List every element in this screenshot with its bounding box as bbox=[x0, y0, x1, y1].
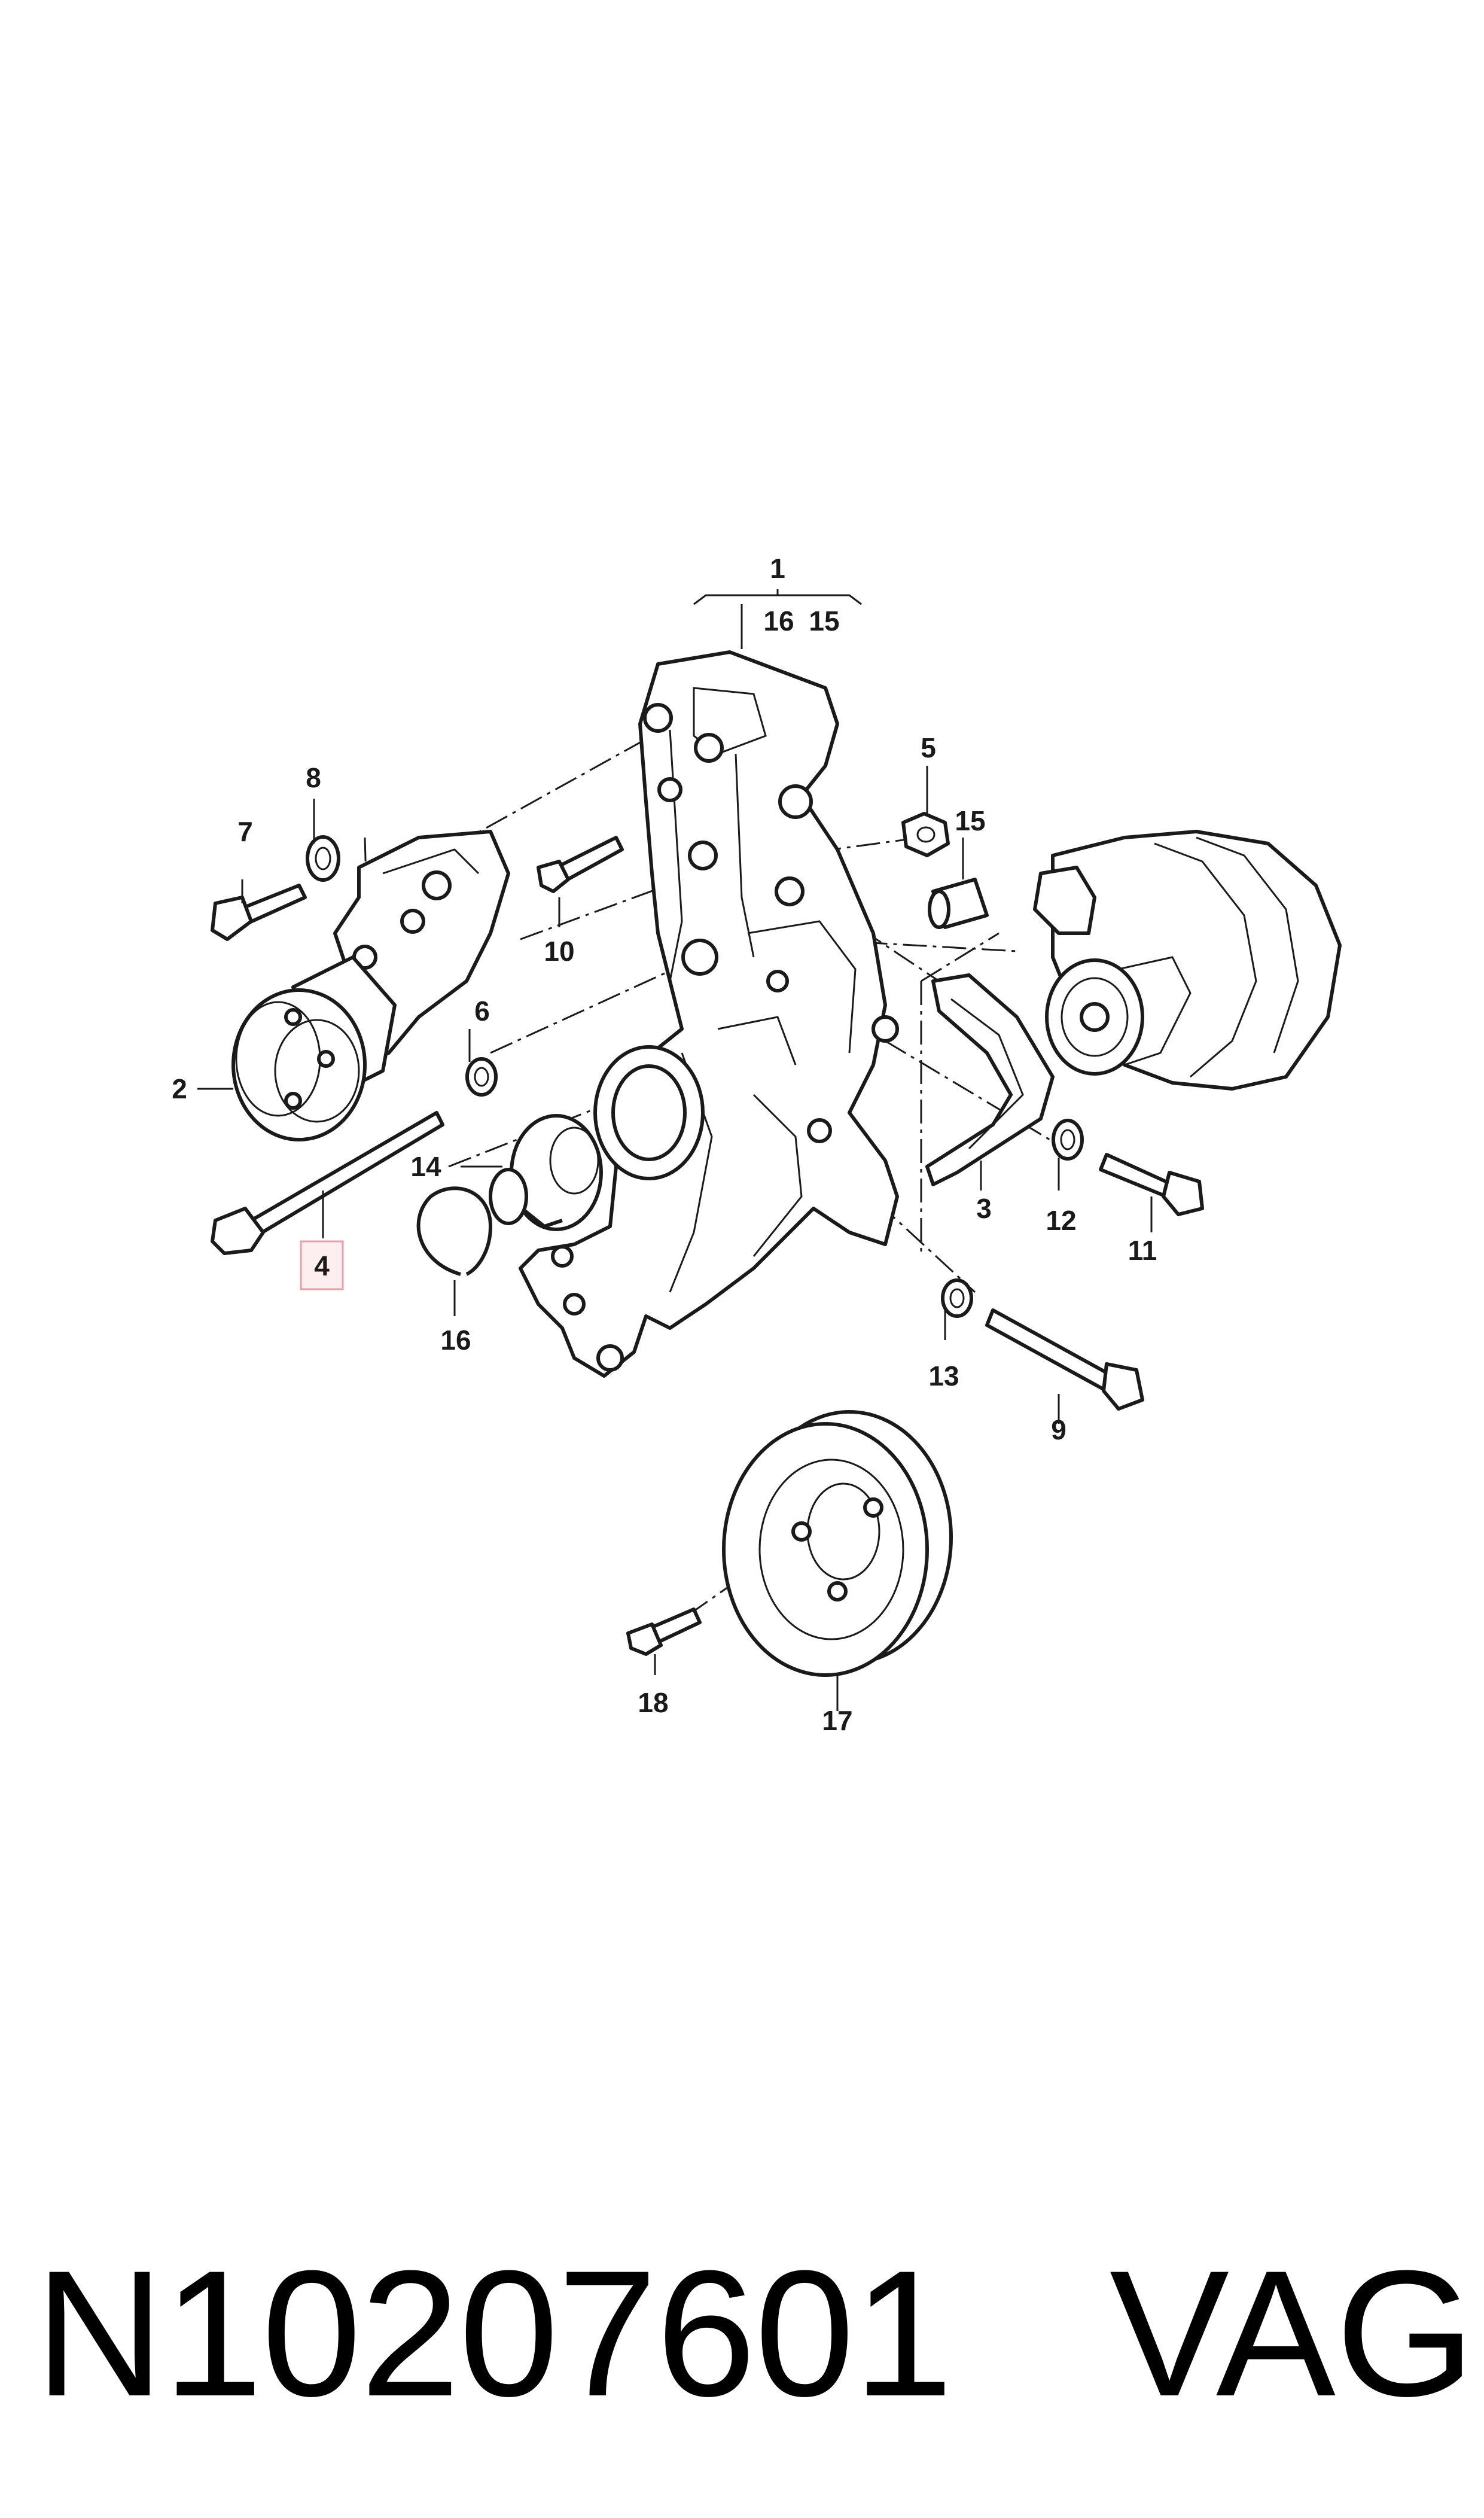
alternator bbox=[1033, 830, 1342, 1091]
washer-8 bbox=[306, 835, 340, 882]
callout-8: 8 bbox=[306, 762, 321, 793]
callout-2: 2 bbox=[172, 1073, 187, 1104]
callout-3: 3 bbox=[976, 1193, 992, 1224]
leader-lines bbox=[197, 589, 1153, 1711]
washer-13 bbox=[941, 1278, 973, 1318]
footer: N10207601 VAG bbox=[0, 2213, 1484, 2453]
washer-12 bbox=[1052, 1119, 1084, 1161]
callout-18: 18 bbox=[638, 1687, 668, 1718]
callout-7: 7 bbox=[237, 816, 253, 847]
callout-11: 11 bbox=[1128, 1235, 1157, 1266]
bolt-7 bbox=[211, 884, 307, 941]
callout-15-top: 15 bbox=[809, 605, 839, 637]
tensioner-pulley bbox=[231, 830, 510, 1141]
callout-13: 13 bbox=[928, 1360, 959, 1392]
bolt-4 bbox=[211, 1111, 444, 1255]
sleeve-15 bbox=[928, 878, 989, 929]
pulley-17 bbox=[722, 1410, 953, 1677]
callout-15: 15 bbox=[955, 805, 985, 836]
callout-4-highlight bbox=[300, 1240, 344, 1290]
part-number: N10207601 bbox=[35, 2233, 953, 2434]
heat-shield-3 bbox=[925, 973, 1055, 1186]
main-bracket bbox=[519, 650, 899, 1378]
callout-5: 5 bbox=[921, 732, 936, 763]
circlip-16 bbox=[416, 1186, 492, 1276]
bolt-9 bbox=[985, 1308, 1144, 1411]
bushing-14 bbox=[489, 1114, 603, 1231]
bolt-18 bbox=[626, 1607, 702, 1656]
callout-9: 9 bbox=[1051, 1414, 1066, 1445]
callout-labels: 1 16 15 2 3 4 5 6 7 8 9 10 11 12 13 14 1… bbox=[172, 553, 1157, 1736]
callout-1: 1 bbox=[770, 553, 785, 584]
callout-6: 6 bbox=[474, 995, 490, 1027]
nut-5 bbox=[901, 812, 950, 857]
callout-12: 12 bbox=[1046, 1205, 1076, 1236]
callout-17: 17 bbox=[822, 1705, 852, 1736]
callout-10: 10 bbox=[544, 936, 574, 967]
callout-14: 14 bbox=[410, 1151, 441, 1182]
bolt-10 bbox=[537, 836, 624, 893]
bolt-11 bbox=[1099, 1153, 1204, 1216]
callout-16-top: 16 bbox=[763, 605, 794, 637]
callout-4: 4 bbox=[314, 1250, 330, 1281]
washer-6 bbox=[465, 1057, 498, 1097]
callout-16: 16 bbox=[440, 1325, 471, 1356]
brand-name: VAG bbox=[1110, 2233, 1476, 2434]
